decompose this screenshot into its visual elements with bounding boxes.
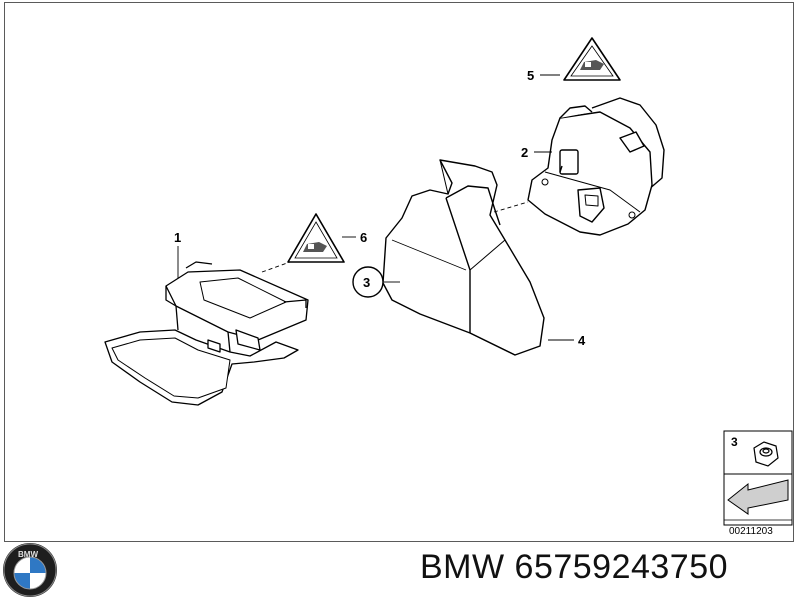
callout-4: 4 — [578, 333, 586, 348]
callout-5: 5 — [527, 68, 534, 83]
warning-triangle-5 — [563, 37, 621, 81]
callout-6: 6 — [360, 230, 367, 245]
nut-icon — [753, 441, 779, 467]
arrow-icon — [727, 479, 789, 515]
callout-3-circle — [352, 266, 384, 298]
part-bracket — [382, 159, 545, 356]
part-horn — [527, 97, 665, 236]
leader-lines — [177, 74, 574, 341]
legend-item-number: 3 — [731, 435, 738, 449]
diagram-code: 00211203 — [729, 526, 773, 537]
callout-2: 2 — [521, 145, 528, 160]
callout-1: 1 — [174, 230, 181, 245]
part-holder — [104, 261, 309, 406]
bmw-logo: BMW — [3, 543, 57, 597]
callout-3: 3 — [363, 275, 370, 290]
part-number-title: BMW 65759243750 — [420, 548, 729, 586]
warning-triangle-6 — [287, 213, 345, 263]
bmw-logo-text: BMW — [18, 550, 38, 559]
diagram-frame — [4, 2, 794, 542]
